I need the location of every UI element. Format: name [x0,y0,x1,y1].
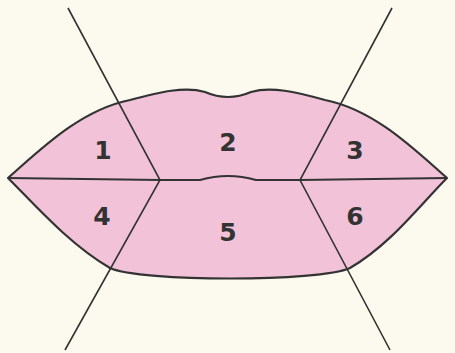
division-line [300,8,392,350]
callout-number: 5 [219,220,236,245]
lips-shape [8,90,447,279]
callout-number: 1 [94,138,111,163]
callout-number: 6 [346,204,363,229]
callout-number: 2 [219,130,236,155]
mouth-line [8,176,447,180]
division-line [65,8,160,350]
callout-number: 4 [93,204,110,229]
callout-number: 3 [346,138,363,163]
